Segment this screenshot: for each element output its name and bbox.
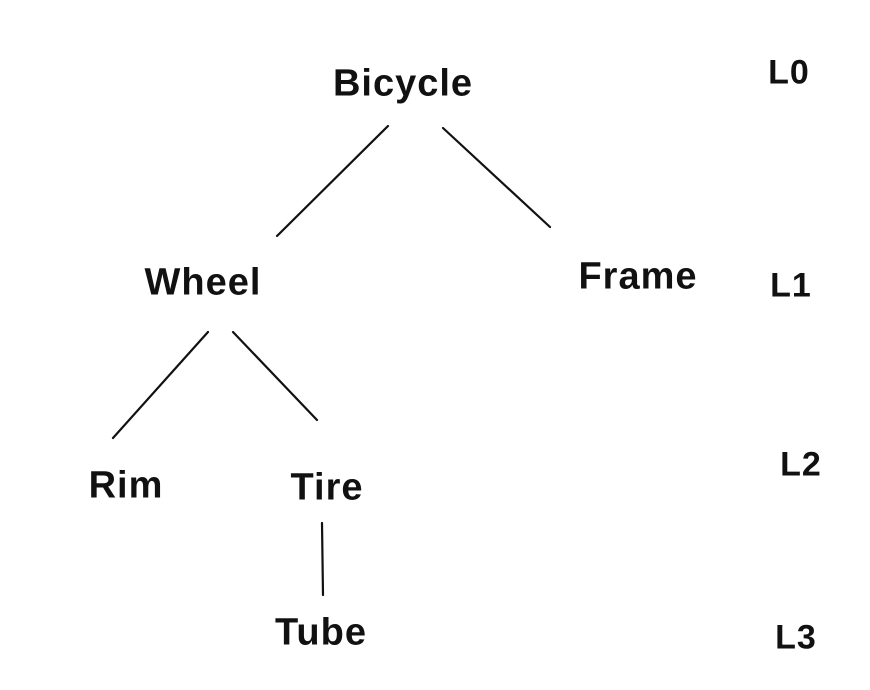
edge-wheel-tire (231, 330, 319, 422)
level-label-l1: L1 (770, 266, 812, 305)
level-label-l3: L3 (775, 618, 817, 657)
edge-bicycle-wheel (275, 124, 390, 238)
node-bicycle: Bicycle (332, 62, 474, 105)
node-tube: Tube (275, 611, 367, 654)
edge-bicycle-frame (441, 126, 552, 229)
edge-wheel-rim (111, 330, 210, 440)
edge-tire-tube (320, 521, 325, 597)
level-label-l0: L0 (768, 53, 810, 92)
node-tire: Tire (290, 466, 364, 509)
node-rim: Rim (88, 464, 164, 507)
level-label-l2: L2 (780, 445, 822, 484)
node-frame: Frame (578, 255, 698, 298)
node-wheel: Wheel (144, 261, 262, 304)
